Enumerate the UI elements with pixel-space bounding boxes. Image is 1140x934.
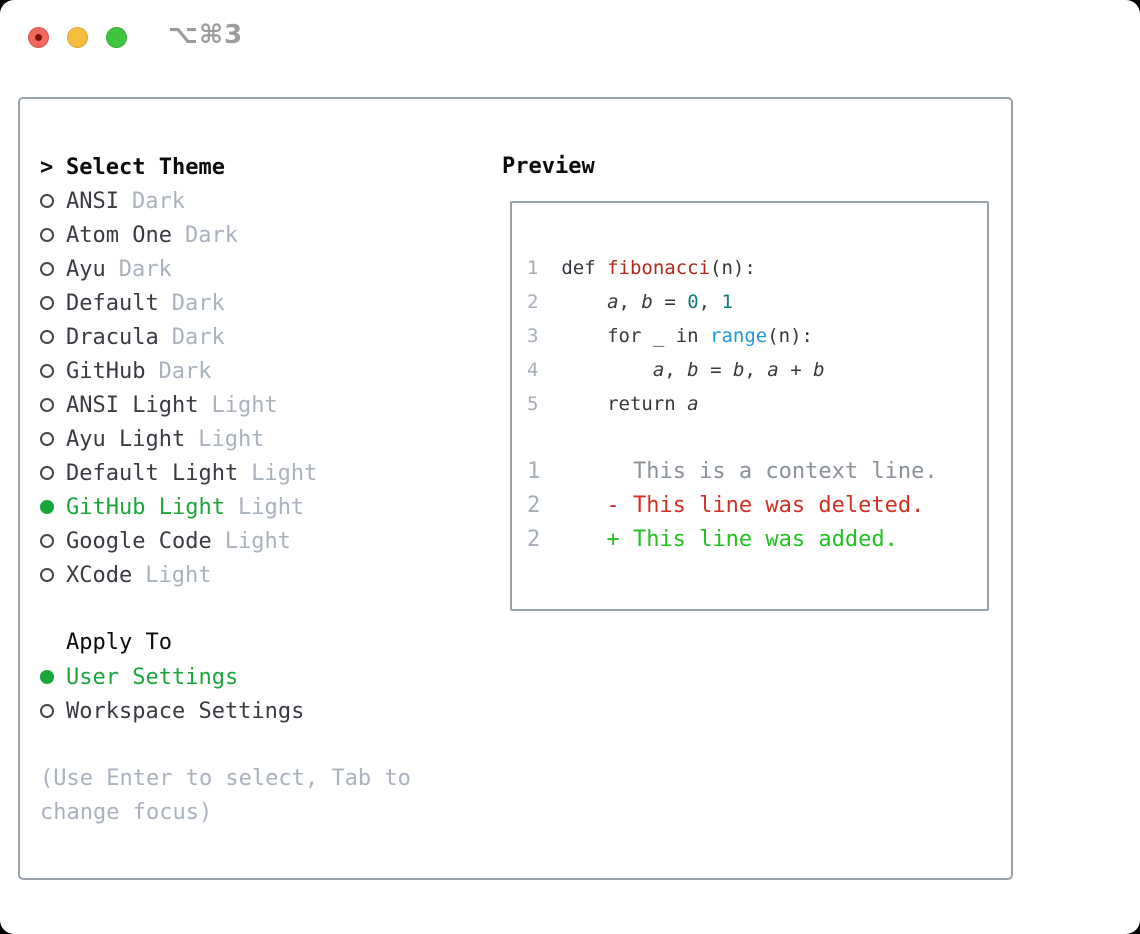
theme-variant: Light [211, 392, 278, 418]
theme-list-header-row: > Select Theme [40, 150, 460, 184]
theme-name: Default Light [66, 460, 239, 486]
line-content: This is a context line. [632, 459, 938, 484]
line-number: 2 [527, 527, 541, 552]
theme-name: ANSI [66, 188, 119, 214]
radio-icon [40, 398, 54, 412]
radio-icon [40, 704, 54, 718]
theme-name: Ayu [66, 256, 106, 282]
theme-variant: Dark [118, 256, 172, 282]
theme-name: Atom One [66, 222, 172, 248]
line-content: a, b = 0, 1 [607, 291, 733, 313]
theme-name: GitHub Light [66, 494, 225, 520]
line-content: def fibonacci(n): [561, 257, 756, 279]
line-number: 4 [527, 359, 539, 381]
line-number: 1 [527, 459, 541, 484]
theme-option-github-light[interactable]: GitHub Light Light [40, 490, 460, 524]
theme-option-ayu-light[interactable]: Ayu Light Light [40, 422, 460, 456]
theme-variant: Dark [184, 222, 238, 248]
close-button[interactable] [28, 27, 49, 48]
preview-line: 2 - This line was deleted. [527, 489, 972, 523]
line-content: return a [561, 393, 699, 415]
preview-line: 3 for _ in range(n): [527, 319, 972, 353]
theme-variant: Dark [131, 188, 185, 214]
theme-option-google-code[interactable]: Google Code Light [40, 524, 460, 558]
theme-option-atom-one[interactable]: Atom One Dark [40, 218, 460, 252]
line-number: 3 [527, 325, 539, 347]
theme-name: GitHub [66, 358, 146, 384]
radio-icon [40, 466, 54, 480]
cursor-icon: > [40, 154, 54, 180]
theme-name: Ayu Light [66, 426, 186, 452]
radio-icon [40, 262, 54, 276]
radio-icon [40, 568, 54, 582]
radio-icon [40, 432, 54, 446]
apply-to-header: Apply To [66, 630, 172, 655]
theme-option-default[interactable]: Default Dark [40, 286, 460, 320]
titlebar: ⌥⌘3 [0, 0, 1140, 97]
theme-option-ansi[interactable]: ANSI Dark [40, 184, 460, 218]
preview-line: 4 a, b = b, a + b [527, 353, 972, 387]
keyboard-hint: (Use Enter to select, Tab to change focu… [40, 766, 411, 825]
radio-selected-icon [40, 500, 54, 514]
theme-option-ansi-light[interactable]: ANSI Light Light [40, 388, 460, 422]
radio-icon [40, 296, 54, 310]
line-content: + This line was added. [606, 527, 898, 552]
preview-line: 1 This is a context line. [527, 455, 972, 489]
line-number: 1 [527, 257, 539, 279]
radio-icon [40, 228, 54, 242]
theme-name: Google Code [66, 528, 212, 554]
apply-option-label: User Settings [66, 664, 239, 690]
window-title: ⌥⌘3 [168, 20, 244, 50]
theme-name: XCode [66, 562, 133, 588]
apply-option-label: Workspace Settings [66, 698, 305, 724]
theme-variant: Light [251, 460, 318, 486]
line-content: - This line was deleted. [606, 493, 925, 518]
theme-option-ayu[interactable]: Ayu Dark [40, 252, 460, 286]
apply-option-user-settings[interactable]: User Settings [40, 660, 460, 694]
theme-option-dracula[interactable]: Dracula Dark [40, 320, 460, 354]
preview-line: 2 a, b = 0, 1 [527, 285, 972, 319]
preview-line: 1 def fibonacci(n): [527, 251, 972, 285]
theme-variant: Dark [171, 324, 225, 350]
line-content: a, b = b, a + b [652, 359, 825, 381]
theme-option-default-light[interactable]: Default Light Light [40, 456, 460, 490]
diff-preview: 1 This is a context line.2 - This line w… [527, 455, 972, 557]
radio-selected-icon [40, 670, 54, 684]
zoom-button[interactable] [106, 27, 127, 48]
radio-icon [40, 534, 54, 548]
apply-option-workspace-settings[interactable]: Workspace Settings [40, 694, 460, 728]
preview-header: Preview [502, 154, 595, 179]
theme-variant: Light [237, 494, 305, 520]
theme-variant: Light [198, 426, 265, 452]
theme-variant: Light [145, 562, 212, 588]
minimize-button[interactable] [67, 27, 88, 48]
preview-line: 2 + This line was added. [527, 523, 972, 557]
theme-variant: Dark [171, 290, 225, 316]
theme-option-xcode[interactable]: XCode Light [40, 558, 460, 592]
line-number: 2 [527, 291, 539, 313]
radio-icon [40, 330, 54, 344]
line-content: for _ in range(n): [561, 325, 813, 347]
unsaved-dot-icon [35, 34, 42, 41]
line-number: 5 [527, 393, 539, 415]
theme-name: Default [66, 290, 159, 316]
preview-line: 5 return a [527, 387, 972, 421]
radio-icon [40, 364, 54, 378]
line-number: 2 [527, 493, 541, 518]
theme-variant: Dark [158, 358, 212, 384]
theme-list-header: Select Theme [66, 154, 225, 180]
theme-option-github[interactable]: GitHub Dark [40, 354, 460, 388]
theme-name: Dracula [66, 324, 159, 350]
theme-variant: Light [224, 528, 291, 554]
radio-icon [40, 194, 54, 208]
traffic-lights [28, 27, 127, 48]
theme-name: ANSI Light [66, 392, 199, 418]
